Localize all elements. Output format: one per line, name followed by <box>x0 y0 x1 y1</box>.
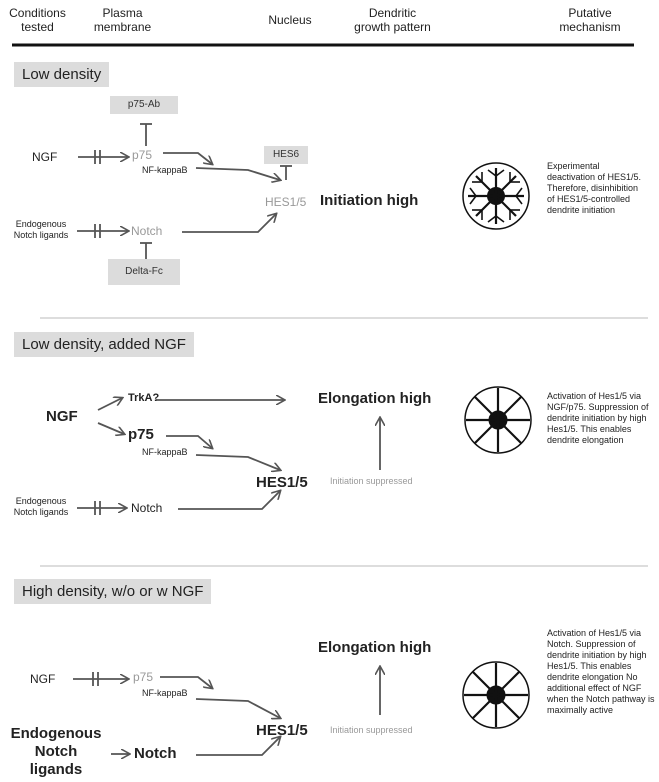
ngf-label: NGF <box>32 150 58 164</box>
trka-label: TrkA? <box>128 392 160 404</box>
outcome-label: Initiation high <box>320 192 419 209</box>
neuron-branched-icon <box>462 162 530 230</box>
panel1-title: Low density <box>14 62 110 87</box>
mechanism-text: Experimental deactivation of HES1/5. The… <box>547 161 642 215</box>
header-nucleus: Nucleus <box>268 13 312 27</box>
ngf-label: NGF <box>46 408 78 425</box>
endogenous-label: Endogenous Notch ligands <box>10 725 102 778</box>
neuron-elongated-icon <box>464 386 532 454</box>
delta-fc-box: Delta-Fc <box>108 259 180 285</box>
header-putative-mechanism: Putative mechanism <box>559 6 621 34</box>
hes-label: HES1/5 <box>265 195 307 209</box>
panel2-title: Low density, added NGF <box>14 332 194 357</box>
p75-ab-box: p75-Ab <box>110 96 178 114</box>
ngf-label: NGF <box>30 672 56 686</box>
ngf-trka-arrow <box>97 398 122 411</box>
hes6-box: HES6 <box>264 146 308 164</box>
nfkb-label: NF-kappaB <box>142 165 188 175</box>
outcome-label: Elongation high <box>318 639 432 656</box>
suppressed-label: Initiation suppressed <box>330 725 413 735</box>
endogenous-label: Endogenous Notch ligands <box>13 496 69 517</box>
hes-label: HES1/5 <box>256 722 308 739</box>
hes-label: HES1/5 <box>256 474 308 491</box>
notch-label: Notch <box>131 224 163 238</box>
notch-label: Notch <box>131 501 163 515</box>
header-conditions: Conditions tested <box>9 6 66 34</box>
outcome-label: Elongation high <box>318 390 432 407</box>
p75-label: p75 <box>128 426 154 443</box>
notch-label: Notch <box>134 745 177 762</box>
mechanism-text: Activation of Hes1/5 via Notch. Suppress… <box>547 628 655 715</box>
ngf-p75-arrow <box>97 422 124 434</box>
nfkb-label: NF-kappaB <box>142 447 188 457</box>
suppressed-label: Initiation suppressed <box>330 476 413 486</box>
p75-label: p75 <box>133 670 154 684</box>
header-plasma-membrane: Plasma membrane <box>93 6 152 34</box>
p75-label: p75 <box>132 148 153 162</box>
mechanism-text: Activation of Hes1/5 via NGF/p75. Suppre… <box>547 391 649 445</box>
neuron-elongated-icon <box>462 661 530 729</box>
panel3-title: High density, w/o or w NGF <box>14 579 212 604</box>
nfkb-label: NF-kappaB <box>142 688 188 698</box>
endogenous-label: Endogenous Notch ligands <box>13 219 69 240</box>
header-dendritic-growth: Dendritic growth pattern <box>354 6 431 34</box>
